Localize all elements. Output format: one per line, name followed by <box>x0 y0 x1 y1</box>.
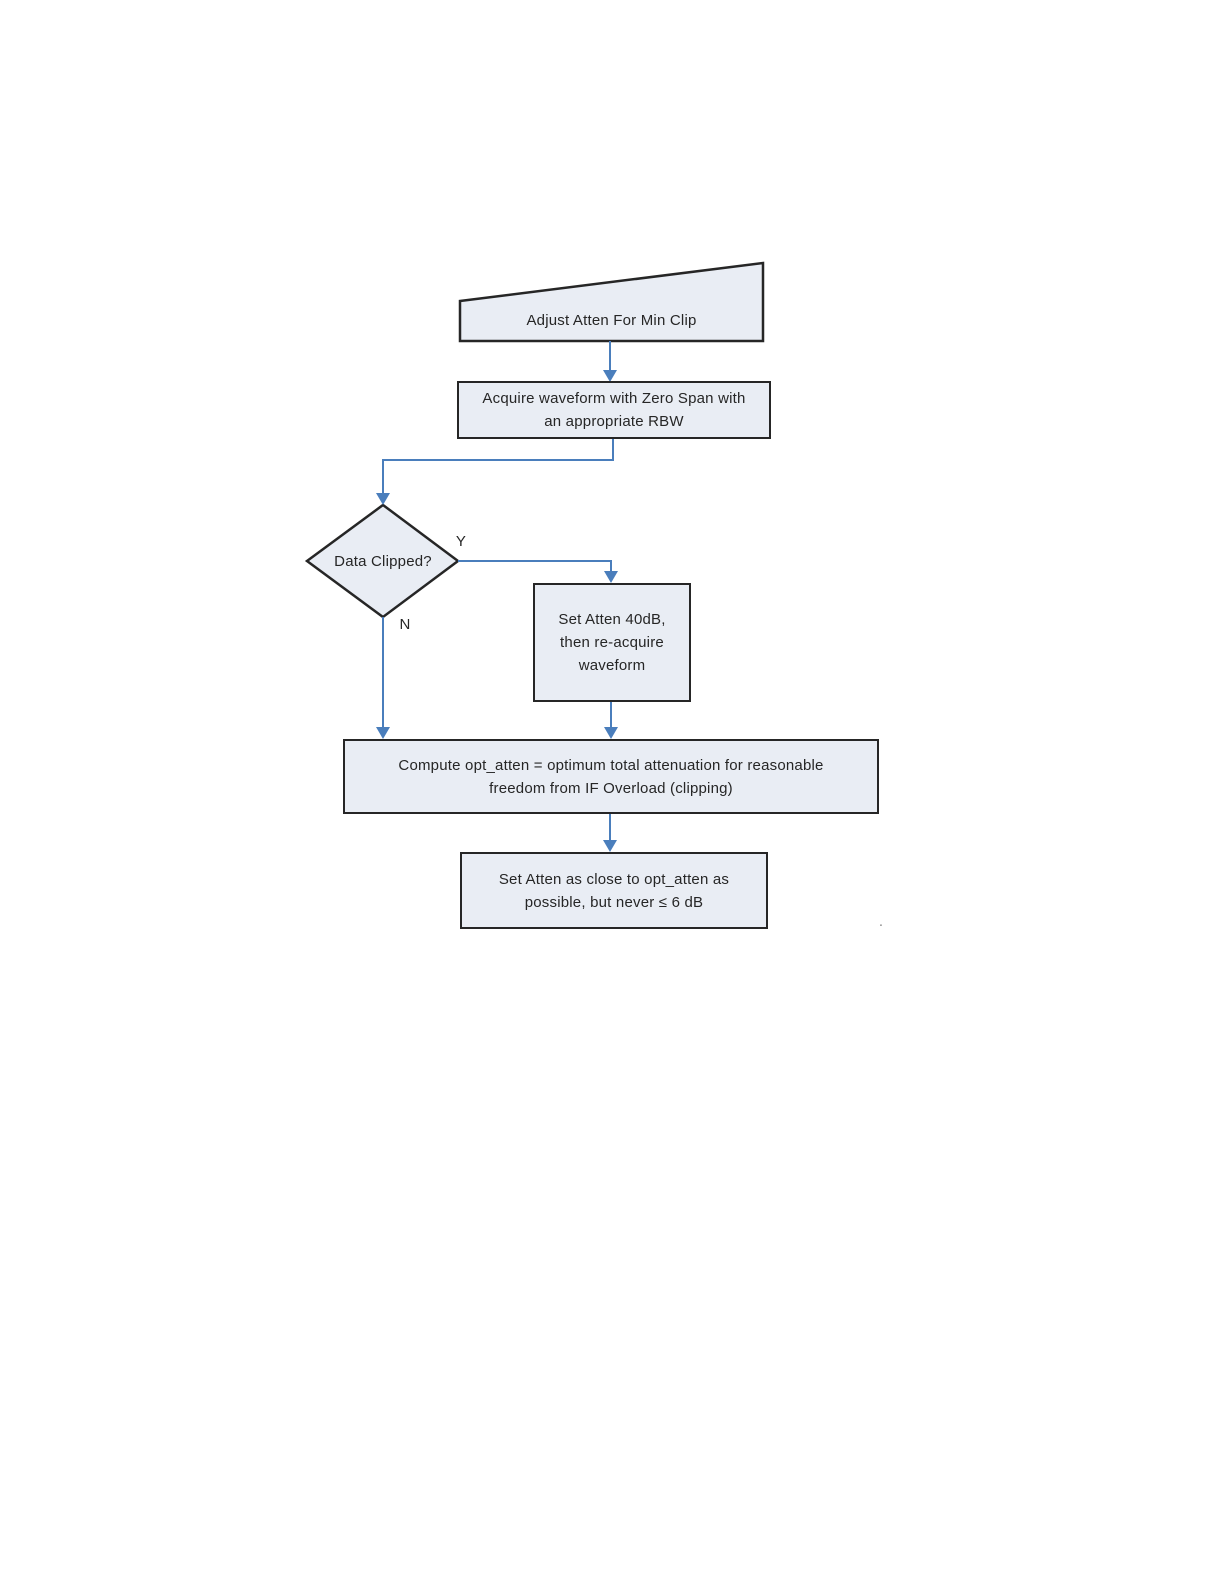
node-set-atten-40db: Set Atten 40dB, then re-acquire waveform <box>533 583 691 702</box>
node-compute-opt-atten: Compute opt_atten = optimum total attenu… <box>343 739 879 814</box>
arrowhead-icon <box>603 840 617 852</box>
node-set-atten-40db-label: Set Atten 40dB, then re-acquire waveform <box>558 611 666 674</box>
arrowhead-icon <box>603 370 617 382</box>
node-acquire-waveform-label: Acquire waveform with Zero Span with an … <box>482 390 746 430</box>
node-compute-opt-atten-label: Compute opt_atten = optimum total attenu… <box>398 756 824 797</box>
arrowhead-icon <box>376 493 390 505</box>
arrowhead-icon <box>604 727 618 739</box>
branch-label-yes: Y <box>455 532 467 550</box>
node-set-atten-final: Set Atten as close to opt_atten as possi… <box>460 852 768 929</box>
node-set-atten-final-label: Set Atten as close to opt_atten as possi… <box>498 870 730 911</box>
node-start-banner-label: Adjust Atten For Min Clip <box>526 311 697 329</box>
arrowhead-icon <box>604 571 618 583</box>
arrowhead-icon <box>376 727 390 739</box>
edge-acquire-to-decision <box>382 439 614 495</box>
node-decision-label: Data Clipped? <box>334 552 432 570</box>
node-acquire-waveform: Acquire waveform with Zero Span with an … <box>457 381 771 439</box>
edge-decision-yes-to-set40 <box>458 560 612 573</box>
stray-dot: . <box>878 912 884 930</box>
banner-shape <box>458 261 765 343</box>
branch-label-no: N <box>399 615 411 633</box>
